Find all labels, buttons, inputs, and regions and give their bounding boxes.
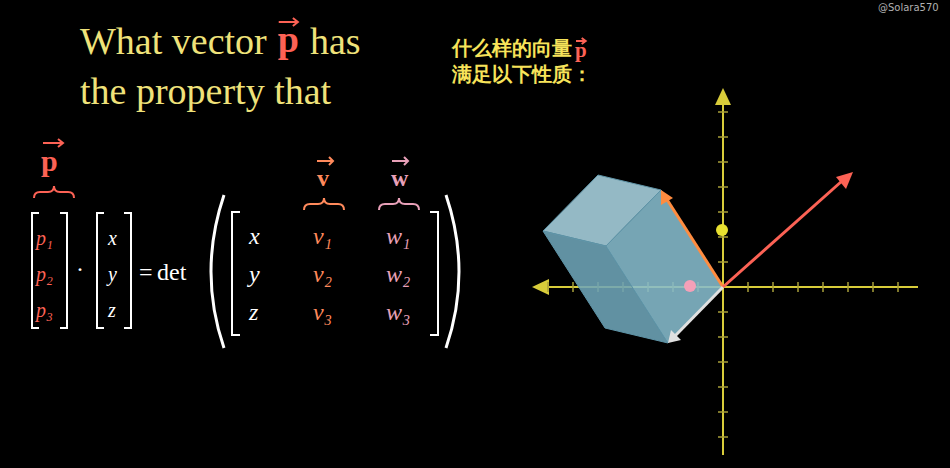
title-text: What vector [80, 22, 267, 60]
vector-name: w [391, 166, 408, 190]
matrix-entry: v₂ [313, 262, 332, 286]
axis-tick [718, 161, 728, 163]
vector-v [666, 198, 723, 287]
axis-arrowhead [715, 88, 731, 105]
axis-tick [718, 111, 728, 113]
vector-w [674, 287, 723, 337]
vector-name: v [317, 166, 329, 190]
matrix-entry: w₃ [386, 300, 410, 324]
axis-tick [718, 236, 728, 238]
chinese-title: 满足以下性质： [452, 64, 592, 84]
point [684, 280, 696, 292]
axis-tick [797, 282, 799, 292]
vector-entry: z [108, 300, 116, 320]
matrix-entry: w₁ [386, 224, 410, 248]
arrowhead [668, 330, 681, 343]
vector-entry: y [108, 264, 117, 284]
matrix-entry: w₂ [386, 262, 410, 286]
matrix-entry: z [249, 300, 258, 324]
axis-tick [872, 282, 874, 292]
axis-tick [718, 411, 728, 413]
vector-arrows [43, 18, 586, 165]
vector-name: p [41, 146, 58, 176]
matrix-entry: y [249, 262, 260, 286]
axis-tick [718, 136, 728, 138]
matrix-entry: v₃ [313, 300, 332, 324]
parallelepiped [543, 175, 723, 343]
axis-tick [718, 261, 728, 263]
arrowhead [836, 172, 853, 189]
vector-name: p [278, 20, 299, 58]
title-text: the property that [80, 72, 331, 110]
axis-tick [747, 282, 749, 292]
axis-tick [772, 282, 774, 292]
dot-operator: · [76, 257, 84, 281]
equals-sign: = [139, 260, 153, 284]
axis-tick [718, 311, 728, 313]
braces [34, 186, 419, 210]
watermark: @Solara570 [878, 3, 939, 13]
axis-arrowhead [532, 279, 549, 295]
function-name: det [157, 260, 186, 284]
axis-tick [572, 282, 574, 292]
matrix-entry: x [249, 224, 260, 248]
arrowhead [661, 190, 673, 205]
axis-tick [847, 282, 849, 292]
vector-entry: p₁ [36, 228, 53, 248]
axis-tick [822, 282, 824, 292]
axis-tick [718, 386, 728, 388]
vector-name: p [575, 40, 587, 61]
axis-tick [718, 211, 728, 213]
axis-tick [718, 336, 728, 338]
axis-tick [718, 436, 728, 438]
axis-tick [718, 361, 728, 363]
vector-entry: x [108, 228, 117, 248]
brackets [32, 195, 459, 348]
axis-tick [718, 186, 728, 188]
point [716, 224, 728, 236]
chinese-title: 什么样的向量 [452, 38, 572, 58]
vector-p [723, 181, 842, 287]
matrix-entry: v₁ [313, 224, 332, 248]
title-text: has [310, 22, 361, 60]
axis-tick [547, 282, 549, 292]
axis-tick [897, 282, 899, 292]
vector-entry: p₃ [36, 300, 53, 320]
vector-entry: p₂ [36, 264, 53, 284]
